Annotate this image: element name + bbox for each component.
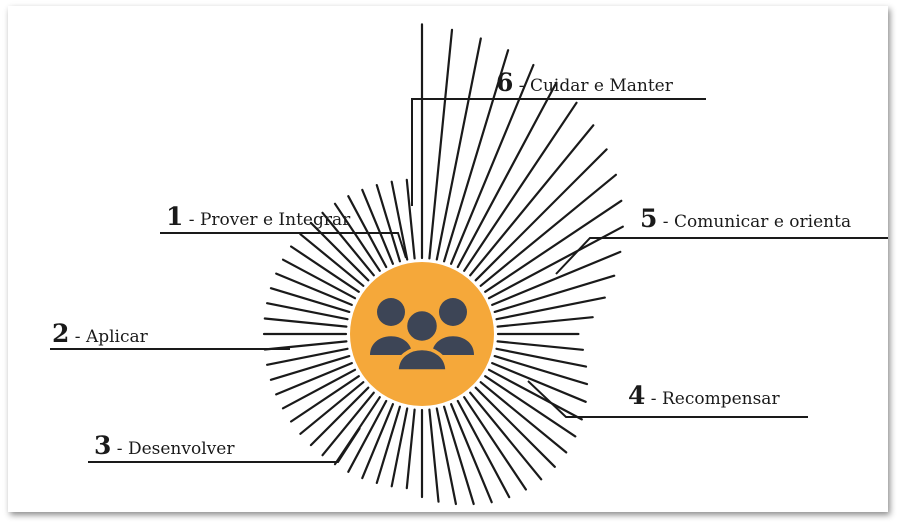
- ray-line: [435, 407, 457, 506]
- label-2: 2 - Aplicar: [52, 319, 148, 348]
- ray-line: [496, 316, 594, 328]
- ray-line: [428, 28, 454, 260]
- leader-line-1: [160, 232, 407, 259]
- ray-line: [347, 399, 388, 473]
- ray-line: [493, 274, 616, 313]
- label-2-number: 2: [52, 319, 70, 348]
- ray-line: [463, 396, 528, 491]
- leader-line-5: [555, 237, 888, 275]
- ray-line: [450, 403, 493, 504]
- ray-line: [269, 287, 351, 313]
- ray-line: [428, 408, 440, 503]
- ray-line: [496, 340, 585, 351]
- label-5: 5 - Comunicar e orienta: [640, 204, 851, 233]
- label-3-text: - Desenvolver: [111, 439, 235, 459]
- ray-line: [299, 233, 365, 287]
- ray-line: [495, 296, 606, 321]
- ray-line: [290, 375, 360, 423]
- ray-line: [321, 391, 375, 457]
- ray-line: [469, 124, 595, 277]
- ray-line: [281, 258, 357, 300]
- diagram-frame: 1 - Prover e Integrar 2 - Aplicar 3 - De…: [8, 6, 888, 512]
- label-3: 3 - Desenvolver: [94, 431, 234, 460]
- ray-line: [299, 381, 365, 435]
- label-4-text: - Recompensar: [645, 389, 780, 409]
- ray-line: [474, 386, 556, 468]
- ray-line: [290, 245, 360, 293]
- ray-line: [479, 381, 568, 454]
- ray-line: [456, 399, 511, 499]
- ray-line: [493, 355, 589, 386]
- label-4: 4 - Recompensar: [628, 381, 780, 410]
- ray-line: [435, 37, 482, 261]
- group-of-people-icon: [370, 298, 474, 373]
- ray-line: [405, 408, 416, 490]
- ray-line: [495, 347, 588, 368]
- ray-line: [463, 101, 578, 272]
- ray-line: [443, 405, 475, 506]
- ray-line: [309, 386, 370, 447]
- ray-line: [456, 81, 558, 269]
- ray-line: [275, 272, 353, 306]
- label-5-number: 5: [640, 204, 658, 233]
- label-4-number: 4: [628, 381, 646, 410]
- label-1: 1 - Prover e Integrar: [166, 202, 350, 231]
- ray-line: [266, 302, 349, 321]
- ray-line: [269, 355, 351, 381]
- leader-line-4: [527, 380, 808, 418]
- label-6-number: 6: [496, 68, 514, 97]
- ray-line: [281, 368, 357, 410]
- ray-line: [405, 178, 416, 260]
- label-6-text: - Cuidar e Manter: [513, 76, 673, 96]
- label-1-text: - Prover e Integrar: [183, 210, 351, 230]
- ray-line: [484, 375, 577, 438]
- ray-line: [361, 188, 394, 265]
- label-2-text: - Aplicar: [69, 327, 148, 347]
- label-5-text: - Comunicar e orienta: [657, 212, 852, 232]
- ray-line: [321, 211, 375, 277]
- leader-line-3: [88, 427, 361, 463]
- ray-line: [491, 250, 622, 306]
- ray-line: [347, 195, 388, 269]
- ray-line: [375, 405, 401, 484]
- ray-line: [443, 49, 510, 263]
- ray-line: [390, 180, 409, 261]
- ray-line: [491, 362, 587, 403]
- sunburst-diagram: [50, 23, 888, 506]
- ray-line: [487, 368, 583, 421]
- label-3-number: 3: [94, 431, 112, 460]
- leader-lines: [50, 98, 888, 463]
- ray-line: [361, 403, 394, 480]
- leader-line-6: [411, 98, 706, 206]
- ray-line: [469, 391, 543, 481]
- ray-line: [309, 221, 370, 282]
- ray-line: [390, 407, 409, 488]
- ray-line: [266, 347, 349, 366]
- ray-line: [479, 173, 618, 287]
- ray-line: [333, 202, 381, 272]
- ray-line: [484, 199, 623, 293]
- ray-lines: [262, 23, 624, 506]
- label-6: 6 - Cuidar e Manter: [496, 68, 673, 97]
- ray-line: [275, 362, 353, 396]
- ray-line: [263, 317, 348, 328]
- ray-line: [474, 148, 608, 282]
- ray-line: [375, 184, 401, 263]
- label-1-number: 1: [166, 202, 184, 231]
